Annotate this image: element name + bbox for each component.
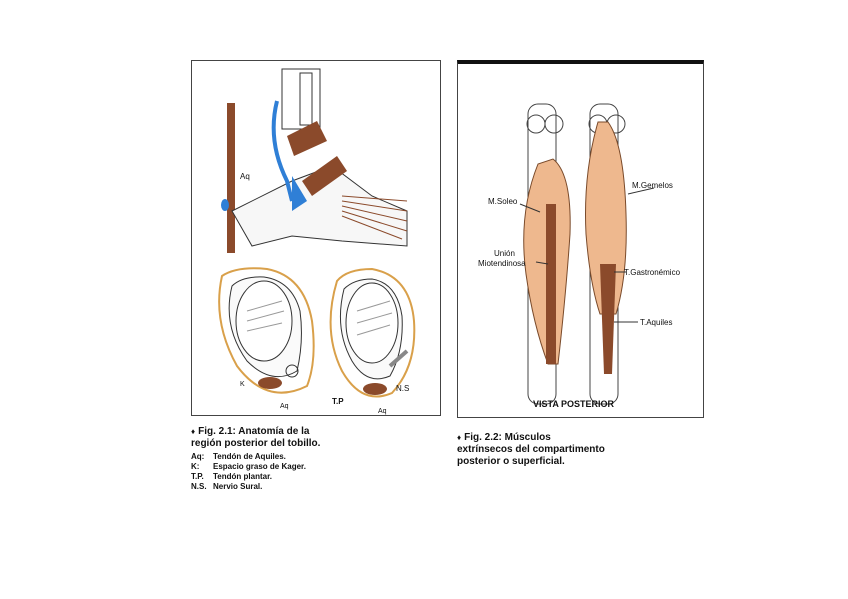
abbreviation-row: K:Espacio graso de Kager. xyxy=(191,462,441,472)
abbreviation-row: N.S.Nervio Sural. xyxy=(191,482,441,492)
figure-2-1-panel: Aq K Aq T.P N.S Aq xyxy=(191,60,441,416)
left-achilles xyxy=(546,204,556,364)
figure-2-2-panel: M.Soleo M.Gemelos Unión Miotendinosa T.G… xyxy=(457,60,704,418)
label-gemelos: M.Gemelos xyxy=(632,181,673,190)
caption-fig-2-2: ♦Fig. 2.2: Músculos extrínsecos del comp… xyxy=(457,432,704,468)
ankle-anatomy-illustration: Aq K Aq T.P N.S Aq xyxy=(192,61,442,417)
fibula-bone xyxy=(300,73,312,125)
label-vista-posterior: VISTA POSTERIOR xyxy=(533,399,615,409)
cross-section-left xyxy=(219,268,314,392)
caption-fig-2-1: ♦Fig. 2.1: Anatomía de la región posteri… xyxy=(191,426,441,492)
tibia-bone xyxy=(282,69,320,129)
label-k: K xyxy=(240,381,245,388)
label-ns: N.S xyxy=(396,384,409,393)
right-achilles xyxy=(600,264,616,374)
label-gastro: T.Gastronémico xyxy=(624,268,681,277)
leg-muscles-illustration: M.Soleo M.Gemelos Unión Miotendinosa T.G… xyxy=(458,64,705,418)
label-tp: T.P xyxy=(332,397,344,406)
caption-marker-icon: ♦ xyxy=(457,433,461,442)
label-aq-left: Aq xyxy=(280,403,289,410)
label-union-1: Unión xyxy=(494,249,515,258)
caption-title-2-2: ♦Fig. 2.2: Músculos extrínsecos del comp… xyxy=(457,432,704,468)
abbreviation-row: Aq:Tendón de Aquiles. xyxy=(191,452,441,462)
caption-marker-icon: ♦ xyxy=(191,427,195,436)
sural-nerve-dot xyxy=(221,199,229,211)
label-union-2: Miotendinosa xyxy=(478,259,526,268)
label-aq-right: Aq xyxy=(378,408,387,415)
label-soleo: M.Soleo xyxy=(488,197,518,206)
abbreviation-row: T.P.Tendón plantar. xyxy=(191,472,441,482)
label-aq-foot: Aq xyxy=(240,172,250,181)
cross-section-right xyxy=(331,269,415,397)
caption-title-2-1: ♦Fig. 2.1: Anatomía de la región posteri… xyxy=(191,426,441,450)
tendon-band-upper xyxy=(287,121,327,156)
label-aquiles: T.Aquiles xyxy=(640,318,672,327)
abbreviation-list: Aq:Tendón de Aquiles. K:Espacio graso de… xyxy=(191,452,441,492)
achilles-tendon-strip xyxy=(227,103,235,253)
